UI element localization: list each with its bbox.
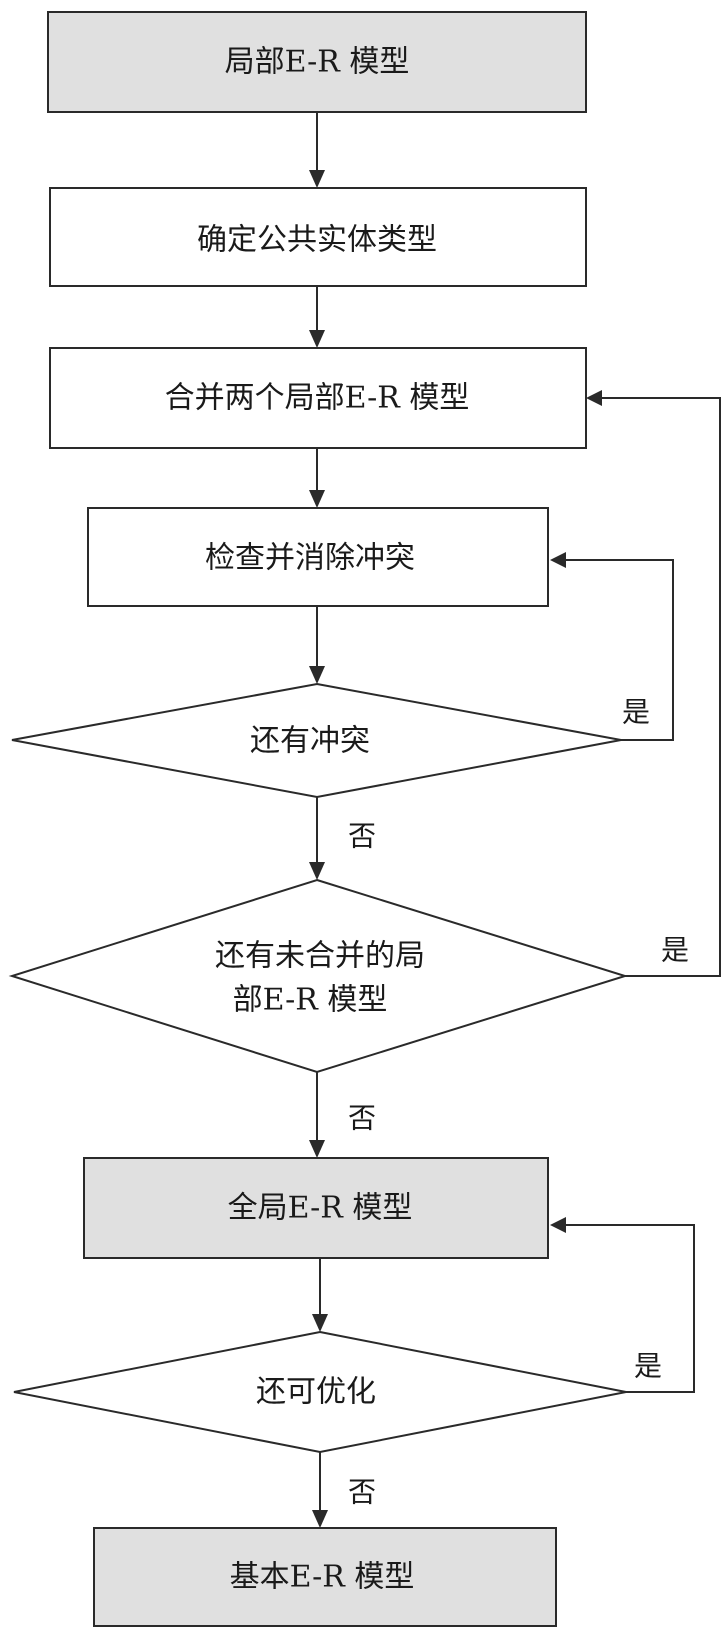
- edge-check-to-conflict-decision: [309, 606, 325, 684]
- node-merge-two-local: 合并两个局部E-R 模型: [49, 347, 587, 449]
- edge-unmerged-no: 否: [309, 1072, 376, 1158]
- node-local-er-model: 局部E-R 模型: [47, 11, 587, 113]
- edge-local-to-identify: [309, 112, 325, 188]
- node-check-eliminate-conflict: 检查并消除冲突: [87, 507, 549, 607]
- edge-optimize-no: 否: [312, 1452, 376, 1528]
- edge-optimize-yes-loop: 是: [550, 1217, 695, 1393]
- node-local-er-model-label: 局部E-R 模型: [225, 45, 410, 80]
- node-check-eliminate-conflict-label: 检查并消除冲突: [205, 541, 415, 576]
- decision-unmerged-line2: 部E-R 模型: [233, 983, 388, 1018]
- edge-conflict-yes-loop: 是: [550, 552, 674, 741]
- edge-optimize-no-label: 否: [348, 1476, 376, 1509]
- edge-identify-to-merge: [309, 286, 325, 348]
- edge-unmerged-yes-label: 是: [661, 934, 689, 967]
- decision-can-optimize: 还可优化: [13, 1330, 627, 1454]
- edge-unmerged-no-label: 否: [348, 1102, 376, 1135]
- edge-conflict-no-label: 否: [348, 820, 376, 853]
- decision-still-conflict: 还有冲突: [11, 682, 622, 799]
- node-identify-common-entity-label: 确定公共实体类型: [197, 223, 437, 258]
- decision-unmerged-line1: 还有未合并的局: [215, 939, 425, 974]
- decision-still-conflict-label: 还有冲突: [250, 724, 370, 759]
- edge-unmerged-yes-loop: 是: [586, 390, 721, 977]
- node-merge-two-local-label: 合并两个局部E-R 模型: [165, 381, 470, 416]
- node-basic-er-model-label: 基本E-R 模型: [230, 1560, 415, 1595]
- edge-conflict-yes-label: 是: [622, 696, 650, 729]
- edge-global-to-optimize-decision: [312, 1258, 328, 1332]
- node-basic-er-model: 基本E-R 模型: [93, 1527, 557, 1627]
- node-global-er-model: 全局E-R 模型: [83, 1157, 549, 1259]
- edge-optimize-yes-label: 是: [634, 1350, 662, 1383]
- node-identify-common-entity: 确定公共实体类型: [49, 187, 587, 287]
- edge-merge-to-check: [309, 448, 325, 508]
- edge-conflict-no: 否: [309, 797, 376, 880]
- decision-can-optimize-label: 还可优化: [256, 1375, 376, 1410]
- decision-unmerged-local: 还有未合并的局 部E-R 模型: [8, 878, 629, 1074]
- node-global-er-model-label: 全局E-R 模型: [228, 1191, 413, 1226]
